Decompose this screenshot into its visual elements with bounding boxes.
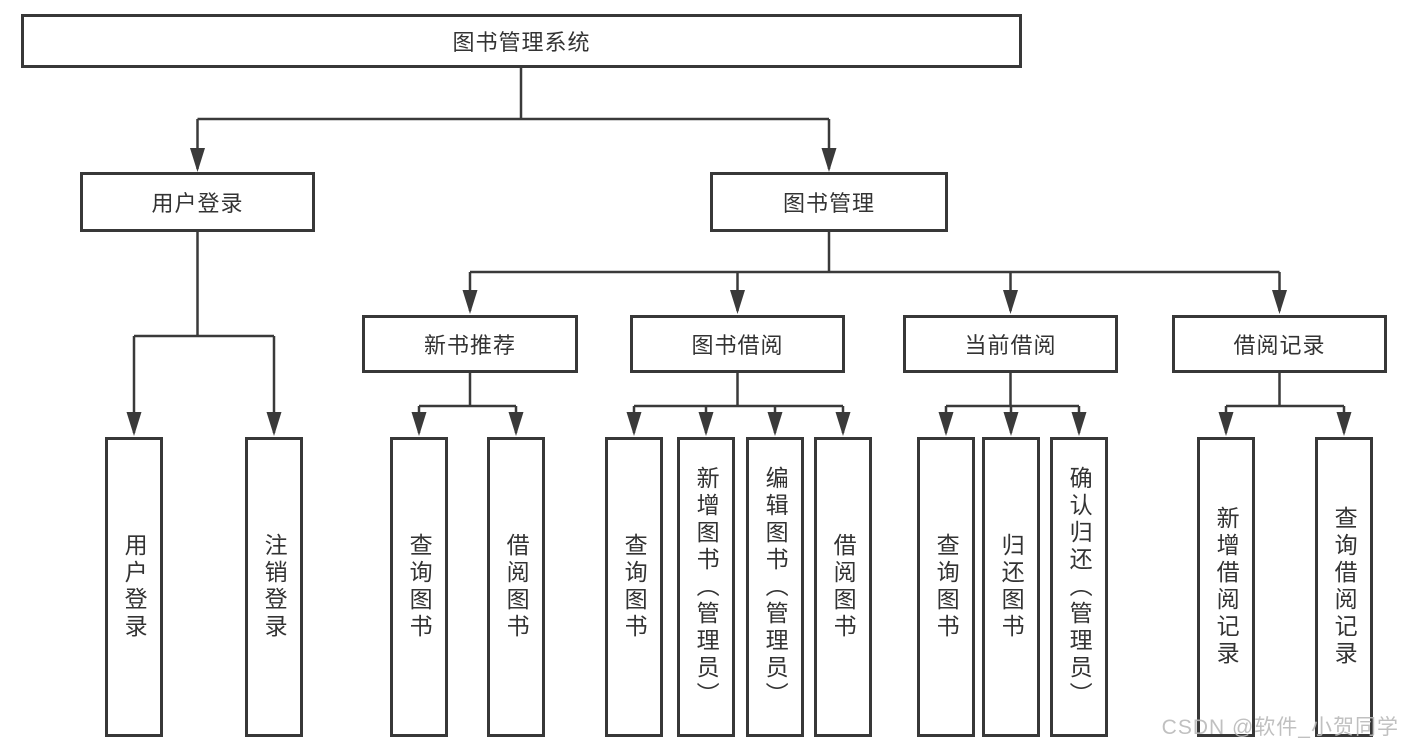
node-new-book-recommendation: 新书推荐 [362,315,578,373]
node-book-borrowing: 图书借阅 [630,315,845,373]
node-current-borrowing: 当前借阅 [903,315,1118,373]
node-library-management-system: 图书管理系统 [21,14,1022,68]
node-label: 图书管理系统 [452,30,591,55]
node-label: 注销登录 [261,533,288,641]
node-label: 新增图书（管理员） [693,465,720,709]
leaf-borrow-books: 借阅图书 [814,437,872,737]
node-label: 图书借阅 [691,333,784,358]
node-label: 确认归还（管理员） [1066,465,1093,709]
leaf-add-book-admin: 新增图书（管理员） [677,437,735,737]
leaf-logout: 注销登录 [245,437,303,737]
node-label: 图书管理 [782,191,875,216]
leaf-borrow-books-recommend: 借阅图书 [487,437,545,737]
csdn-watermark: CSDN @软件_小贺同学 [1161,716,1399,739]
node-label: 用户登录 [121,533,148,641]
node-label: 查询图书 [621,533,648,641]
node-label: 借阅图书 [830,533,857,641]
node-book-management: 图书管理 [710,172,948,232]
leaf-query-books-current: 查询图书 [917,437,975,737]
connector-arrows [126,119,1352,436]
node-label: 借阅图书 [503,533,530,641]
leaf-add-borrow-record: 新增借阅记录 [1197,437,1255,737]
node-label: 查询图书 [406,533,433,641]
node-label: 查询借阅记录 [1331,506,1358,668]
node-borrowing-records: 借阅记录 [1172,315,1387,373]
leaf-confirm-return-admin: 确认归还（管理员） [1050,437,1108,737]
node-label: 归还图书 [998,533,1025,641]
node-label: 用户登录 [151,191,244,216]
node-label: 新增借阅记录 [1213,506,1240,668]
node-label: 查询图书 [933,533,960,641]
node-label: 当前借阅 [964,333,1057,358]
leaf-user-login: 用户登录 [105,437,163,737]
leaf-query-books-borrow: 查询图书 [605,437,663,737]
leaf-edit-book-admin: 编辑图书（管理员） [746,437,804,737]
leaf-query-books-recommend: 查询图书 [390,437,448,737]
connector-trunks [134,67,1344,408]
node-label: 新书推荐 [423,333,516,358]
leaf-return-books: 归还图书 [982,437,1040,737]
leaf-query-borrow-record: 查询借阅记录 [1315,437,1373,737]
node-user-login: 用户登录 [80,172,315,232]
node-label: 编辑图书（管理员） [762,465,789,709]
node-label: 借阅记录 [1233,333,1326,358]
